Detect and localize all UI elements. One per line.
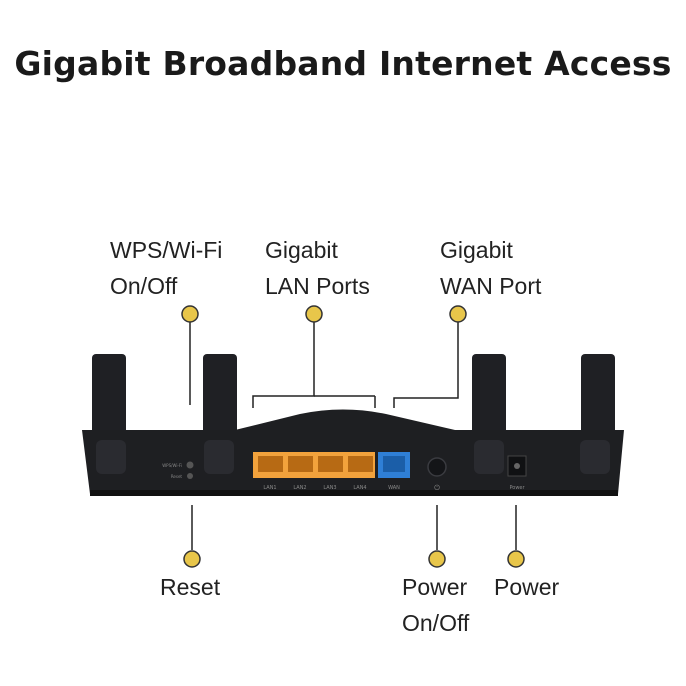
router-base (90, 490, 618, 496)
lan1-label: LAN1 (263, 485, 276, 491)
lan-port-3 (318, 456, 343, 472)
headline: Gigabit Broadband Internet Access (14, 44, 672, 83)
label-lan-ports-line2: LAN Ports (265, 273, 370, 299)
hinge-3 (474, 440, 504, 474)
label-wps-wifi-line2: On/Off (110, 273, 178, 299)
lan3-label: LAN3 (323, 485, 336, 491)
lan-port-2 (288, 456, 313, 472)
marker-lan (305, 305, 323, 323)
label-wan-port: Gigabit WAN Port (440, 232, 541, 304)
hinge-2 (204, 440, 234, 474)
marker-wps (181, 305, 199, 323)
label-wps-wifi-line1: WPS/Wi-Fi (110, 237, 223, 263)
label-wps-wifi: WPS/Wi-Fi On/Off (110, 232, 222, 304)
wps-button (186, 461, 194, 469)
label-power-onoff-line1: Power (402, 574, 468, 600)
antenna-hinges (96, 440, 610, 474)
markers (181, 305, 525, 568)
lan-port-1 (258, 456, 283, 472)
hinge-4 (580, 440, 610, 474)
lan2-label: LAN2 (293, 485, 306, 491)
port-labels: LAN1 LAN2 LAN3 LAN4 WAN (263, 485, 400, 491)
wan-port-opening (383, 456, 405, 472)
hinge-1 (96, 440, 126, 474)
lan-port-4 (348, 456, 373, 472)
label-wan-port-line2: WAN Port (440, 273, 542, 299)
lan-leader-line (252, 322, 315, 408)
power-port-label: Power (509, 485, 525, 491)
power-button (427, 457, 447, 477)
label-lan-ports-line1: Gigabit (265, 237, 338, 263)
label-power-onoff-line2: On/Off (402, 610, 470, 636)
marker-wan (449, 305, 467, 323)
wan-label: WAN (388, 485, 400, 491)
lan4-label: LAN4 (353, 485, 366, 491)
label-lan-ports: Gigabit LAN Ports (265, 232, 370, 304)
marker-power-port (507, 550, 525, 568)
power-port-pin (514, 463, 520, 469)
wps-tiny-label: WPS/Wi-Fi (162, 463, 182, 468)
wan-leader-line (393, 322, 459, 408)
label-power-onoff: Power On/Off (402, 569, 469, 641)
lan-port-openings (258, 456, 373, 472)
router-body (82, 409, 624, 494)
label-wan-port-line1: Gigabit (440, 237, 513, 263)
label-power-line1: Power (494, 574, 560, 600)
marker-power-button (428, 550, 446, 568)
callout-lines (189, 322, 517, 550)
label-reset: Reset (160, 569, 220, 605)
reset-button (187, 473, 193, 479)
label-power: Power (494, 569, 559, 605)
power-symbol-icon: ⏻ (434, 484, 440, 492)
label-reset-line1: Reset (160, 574, 221, 600)
reset-tiny-label: Reset (171, 474, 183, 479)
marker-reset (183, 550, 201, 568)
